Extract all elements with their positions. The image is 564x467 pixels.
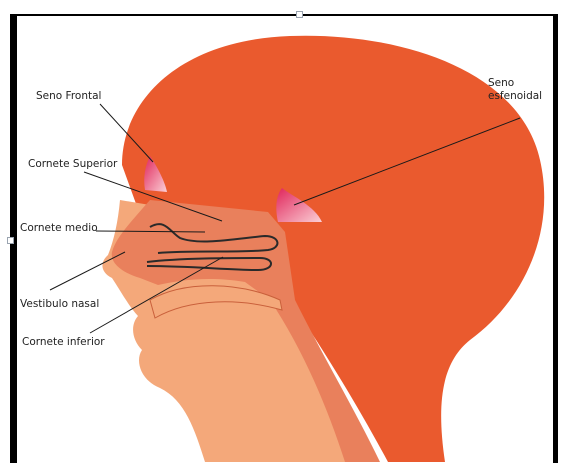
label-cornete-superior: Cornete Superior (28, 158, 117, 170)
label-cornete-medio: Cornete medio (20, 222, 98, 234)
label-seno-esfenoidal-line2: esfenoidal (488, 90, 542, 102)
label-seno-esfenoidal-line1: Seno (488, 77, 514, 89)
label-seno-frontal: Seno Frontal (36, 90, 101, 102)
label-cornete-inferior: Cornete inferior (22, 336, 105, 348)
label-vestibulo-nasal: Vestibulo nasal (20, 298, 99, 310)
